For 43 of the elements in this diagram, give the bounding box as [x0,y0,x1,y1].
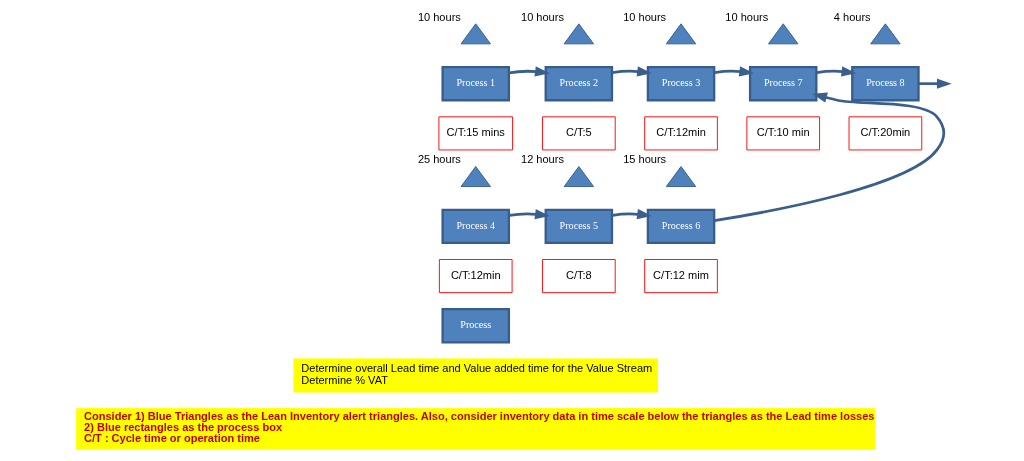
node-label: 10 hours [417,10,461,23]
node-box: Process 3 [646,65,715,102]
node-triangle [460,166,491,187]
arrow [713,92,945,222]
node-box: Process 6 [646,208,715,245]
node-triangle [563,166,594,187]
node-box: Process 1 [440,65,510,102]
node-triangle [665,166,696,187]
node-box: Process 2 [544,65,613,102]
node-triangle [869,23,901,45]
arrow [508,209,550,220]
node-box: Process 5 [544,208,613,245]
node-box: C/T:5 [541,116,616,151]
node-triangle [460,23,491,45]
node-label: 15 hours [622,153,666,166]
node-label: 10 hours [724,10,768,23]
node-box: Determine overall Lead time and Value added time for the Value Stream Determine % VAT [292,358,658,393]
node-label: 10 hours [520,10,564,23]
node-box: Consider 1) Blue Triangles as the Lean Inventory alert triangles. Also, consider inventory data in time scale below the triangles as the Lead time losses 2) Blue rectangles as the process box C/T : Cycle time or operation time [75,408,875,450]
node-triangle [563,23,594,45]
node-box: C/T:20min [848,116,922,151]
node-box: Process [440,308,510,344]
node-label: 12 hours [520,153,564,166]
node-box: C/T:12min [643,116,718,151]
node-label: 10 hours [622,10,666,23]
node-box: Process 8 [850,65,920,102]
node-triangle [767,23,798,45]
arrow [611,209,652,220]
node-box: C/T:8 [541,259,616,294]
node-label: 25 hours [417,153,461,166]
node-box: C/T:15 mins [437,116,513,151]
arrow [713,66,754,77]
node-box: C/T:10 min [745,116,820,151]
arrow [508,66,550,77]
arrow [918,78,952,89]
node-box: Process 7 [748,65,817,102]
node-triangle [665,23,696,45]
arrow [816,66,856,77]
node-box: Process 4 [440,208,510,245]
node-box: C/T:12 mim [643,259,718,294]
arrow [611,66,652,77]
node-box: C/T:12min [438,259,513,294]
node-label: 4 hours [833,10,871,23]
